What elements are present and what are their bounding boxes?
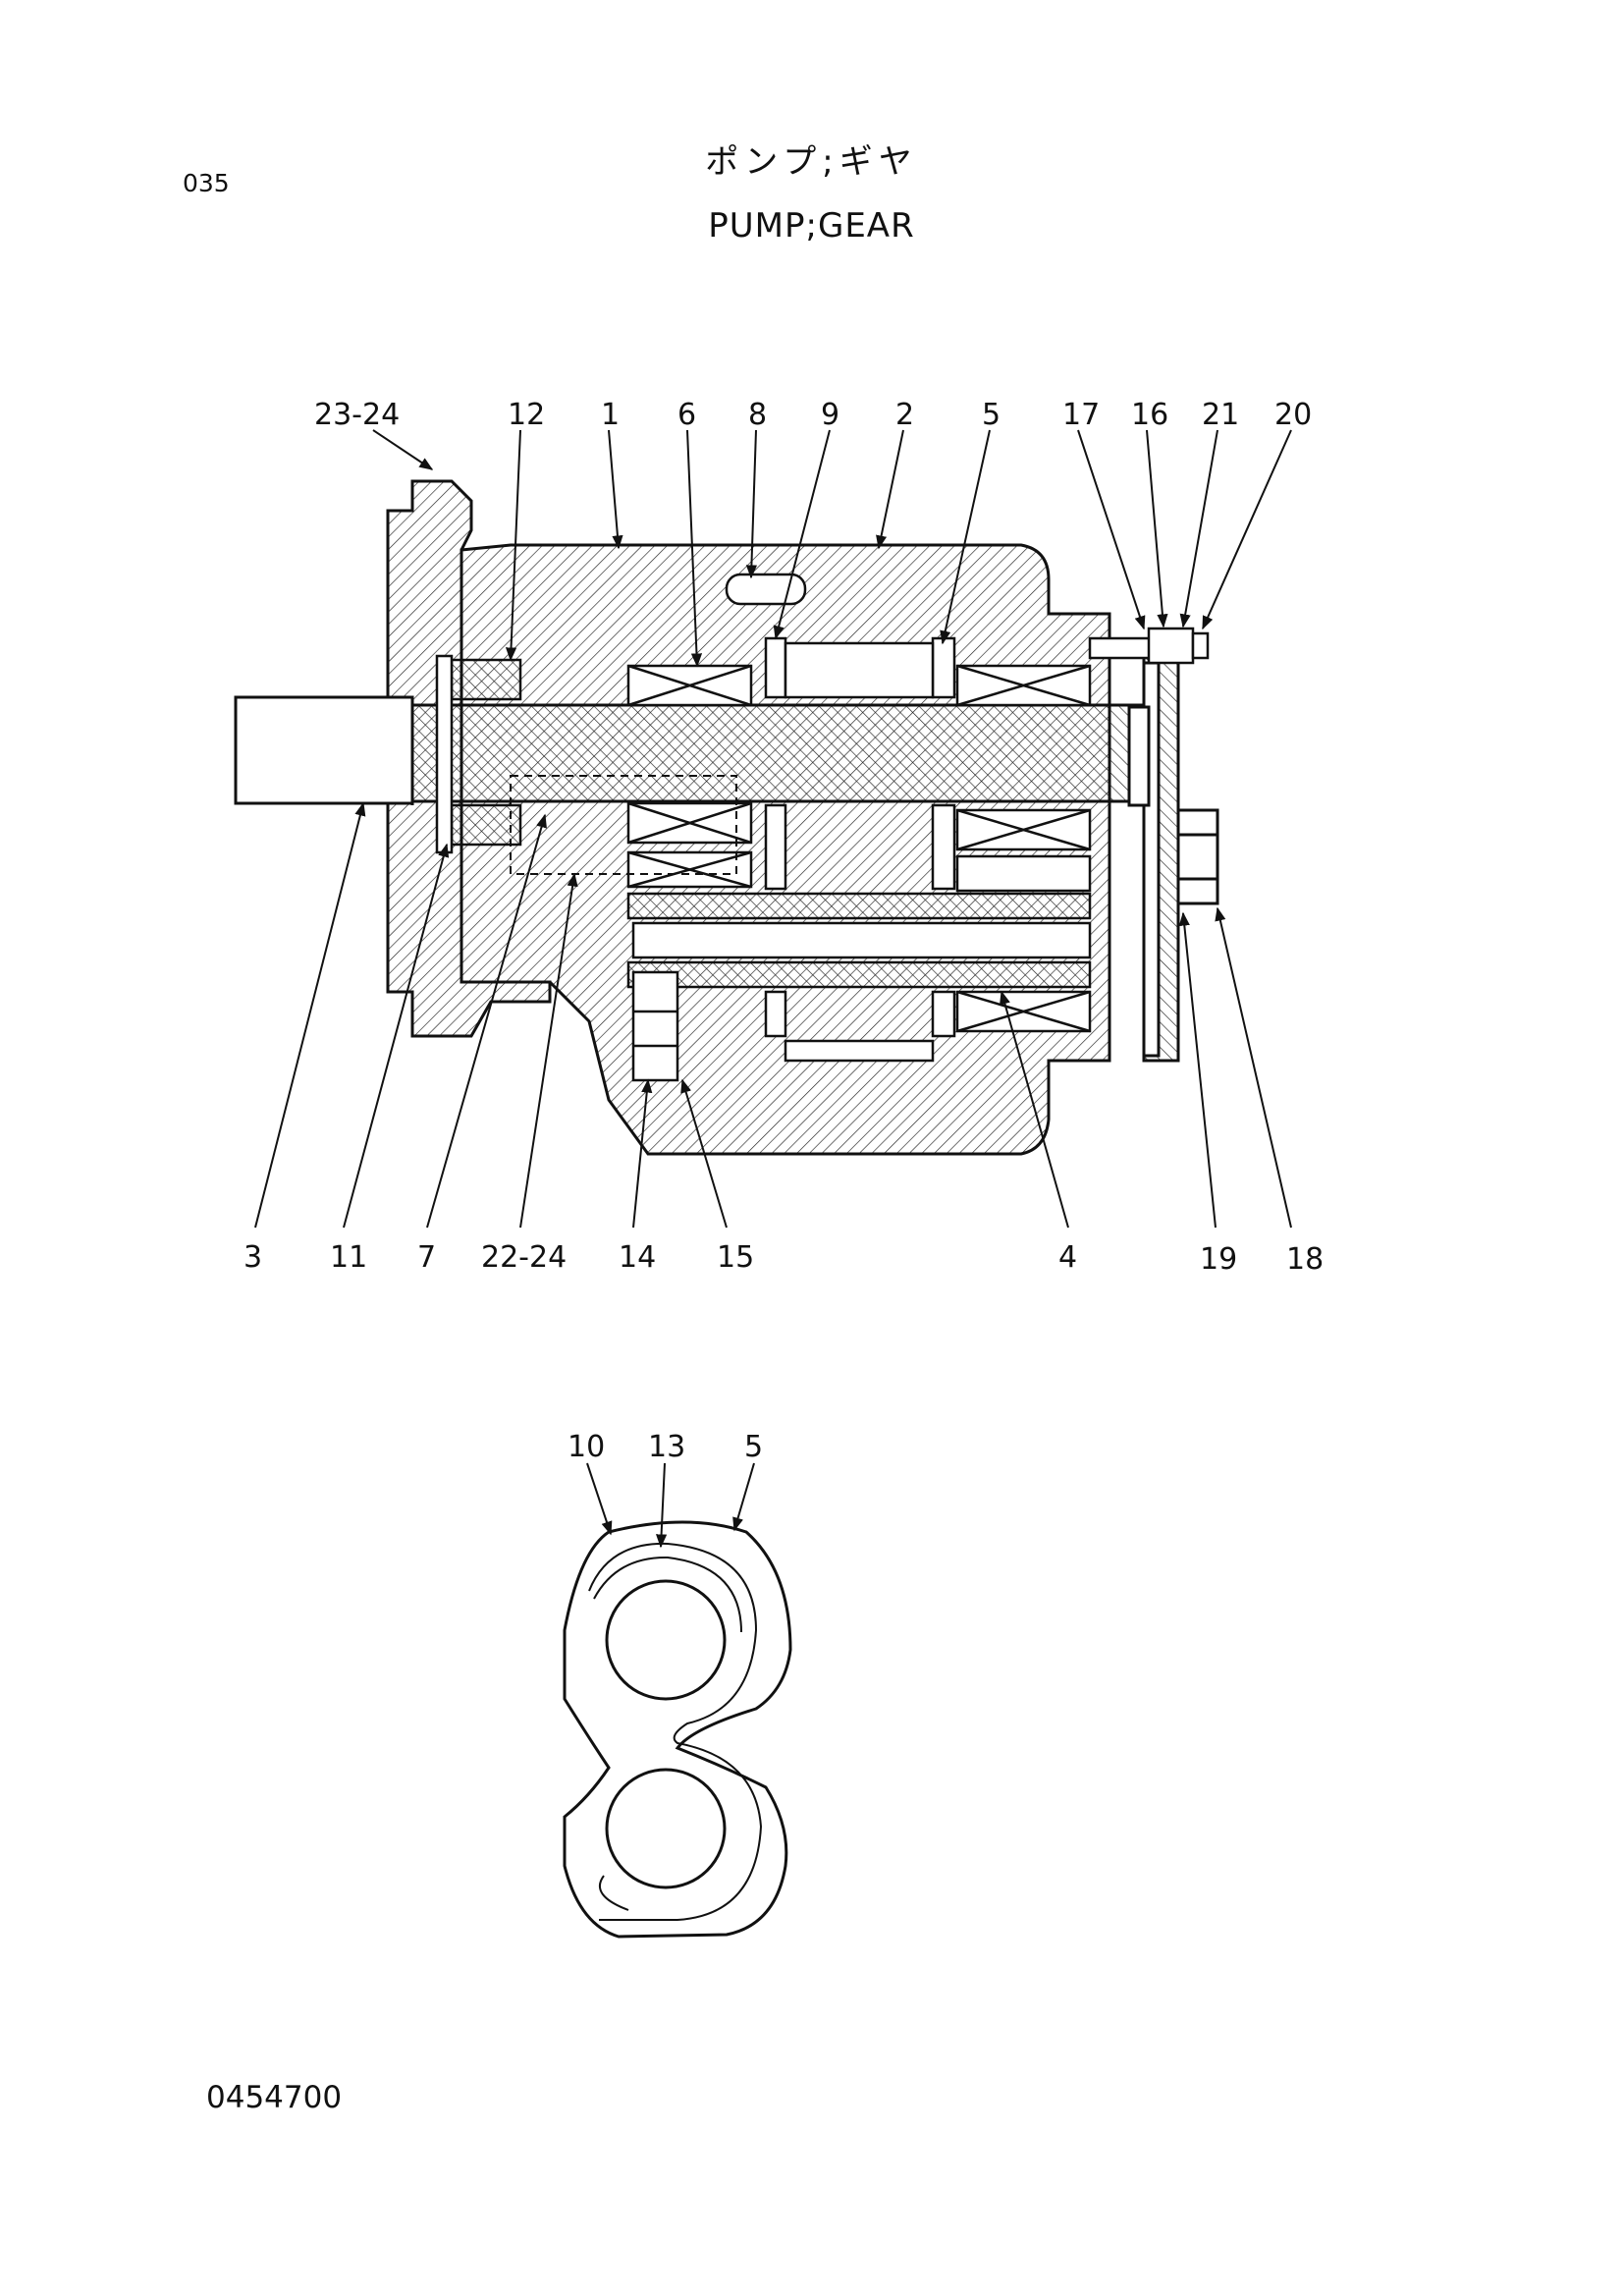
callout-labels-bottom: 3 11 7 22-24 14 15 4 19 18 xyxy=(243,1240,1324,1277)
title-japanese: ポンプ;ギヤ xyxy=(705,142,918,182)
callout-14: 14 xyxy=(619,1240,656,1275)
callout-10: 10 xyxy=(568,1430,605,1464)
callout-4: 4 xyxy=(1058,1240,1077,1275)
title-english: PUMP;GEAR xyxy=(708,206,915,246)
callout-22-24: 22-24 xyxy=(481,1240,567,1275)
callouts-bottom xyxy=(254,801,1292,1229)
callout-17: 17 xyxy=(1062,398,1100,432)
callout-23-24: 23-24 xyxy=(314,398,400,432)
drain-plug xyxy=(631,970,679,1082)
drive-shaft xyxy=(234,695,1151,805)
callout-7: 7 xyxy=(417,1240,436,1275)
callout-21: 21 xyxy=(1202,398,1239,432)
bearings xyxy=(626,664,1092,1033)
lower-bore xyxy=(605,1768,727,1889)
callout-15: 15 xyxy=(717,1240,754,1275)
callout-11: 11 xyxy=(330,1240,367,1275)
callouts-detail xyxy=(586,1462,755,1549)
callout-labels-detail: 10 13 5 xyxy=(568,1430,763,1464)
document-code: 0454700 xyxy=(206,2080,343,2115)
top-bolt xyxy=(1088,627,1210,665)
callout-3: 3 xyxy=(243,1240,262,1275)
callout-19: 19 xyxy=(1200,1242,1237,1277)
callout-1: 1 xyxy=(601,398,620,432)
seal-groove xyxy=(588,1542,763,1921)
upper-bore xyxy=(605,1579,727,1701)
page-number: 035 xyxy=(183,169,230,197)
callout-12: 12 xyxy=(508,398,545,432)
rear-cover xyxy=(1127,651,1219,1063)
detail-box xyxy=(510,775,737,875)
callout-16: 16 xyxy=(1131,398,1168,432)
callout-9: 9 xyxy=(821,398,839,432)
callout-2: 2 xyxy=(895,398,914,432)
callout-13: 13 xyxy=(648,1430,685,1464)
oil-seal xyxy=(435,654,522,854)
gears xyxy=(626,636,1092,1063)
callout-5-detail: 5 xyxy=(744,1430,763,1464)
callout-20: 20 xyxy=(1274,398,1312,432)
callout-6: 6 xyxy=(677,398,696,432)
dowel-pin xyxy=(725,573,807,606)
callout-8: 8 xyxy=(748,398,767,432)
callout-18: 18 xyxy=(1286,1242,1324,1277)
callout-5: 5 xyxy=(982,398,1001,432)
side-plate-detail xyxy=(563,1520,792,1939)
callouts-top xyxy=(372,429,1292,668)
callout-labels-top: 23-24 12 1 6 8 9 2 5 17 16 21 20 xyxy=(314,398,1312,432)
